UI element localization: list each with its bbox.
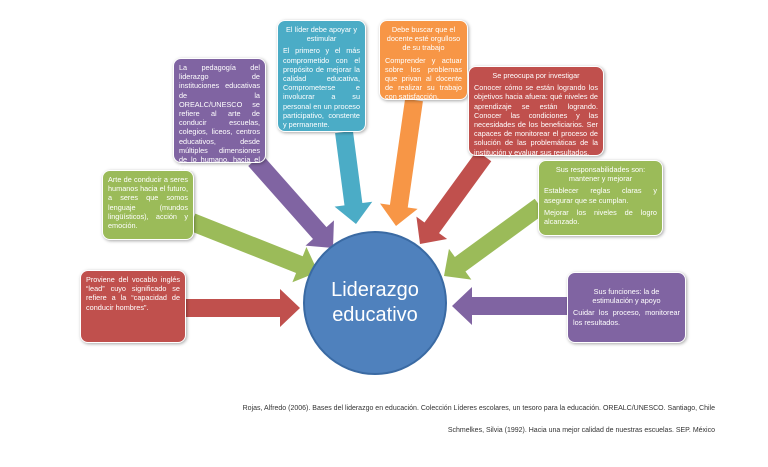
arrow-5 (416, 150, 492, 244)
box-art: Arte de conducir a seres humanos hacia e… (102, 170, 194, 240)
box-text: Establecer reglas claras y asegurar que … (544, 186, 657, 205)
arrow-0 (186, 289, 300, 327)
box-text: Comprender y actuar sobre los problemas … (385, 55, 462, 102)
box-title: Debe buscar que el docente esté orgullos… (386, 25, 461, 53)
box-research: Se preocupa por investigar Conocer cómo … (468, 66, 604, 157)
box-proud: Debe buscar que el docente esté orgullos… (379, 20, 468, 102)
box-text: El primero y el más comprometido con el … (283, 46, 360, 130)
box-text: Mejorar los niveles de logro alcanzado. (544, 207, 657, 227)
arrow-6 (444, 198, 546, 280)
box-support: El líder debe apoyar y estimular El prim… (277, 20, 366, 132)
arrow-1 (188, 213, 318, 283)
box-title: Sus responsabilidades son: mantener y me… (555, 165, 646, 184)
box-title: El líder debe apoyar y estimular (286, 25, 357, 44)
citation-2: Schmelkes, Silvia (1992). Hacia una mejo… (447, 427, 715, 434)
arrow-4 (380, 98, 423, 226)
box-origin: Proviene del vocablo inglés “lead” cuyo … (80, 270, 186, 343)
box-text: Arte de conducir a seres humanos hacia e… (108, 175, 188, 231)
box-text: Proviene del vocablo inglés “lead” cuyo … (86, 275, 180, 312)
arrow-7 (452, 287, 567, 325)
box-responsibilities: Sus responsabilidades son: mantener y me… (538, 160, 663, 236)
center-circle: Liderazgo educativo (303, 231, 447, 375)
center-title-2: educativo (332, 304, 418, 326)
center-title-1: Liderazgo (331, 279, 419, 301)
box-title: Se preocupa por investigar (492, 71, 580, 80)
arrow-2 (248, 154, 334, 248)
box-text: Cuidar los proceso, monitorear los resul… (573, 308, 680, 327)
box-text: Conocer cómo se están logrando los objet… (474, 83, 598, 157)
box-text: La pedagogía del liderazgo de institucio… (179, 63, 260, 174)
box-functions: Sus funciones: la de estimulación y apoy… (567, 272, 686, 343)
box-pedagogy: La pedagogía del liderazgo de institucio… (173, 58, 266, 173)
box-title: Sus funciones: la de estimulación y apoy… (592, 287, 661, 306)
citation-1: Rojas, Alfredo (2006). Bases del lideraz… (242, 405, 715, 412)
arrow-3 (334, 130, 373, 224)
